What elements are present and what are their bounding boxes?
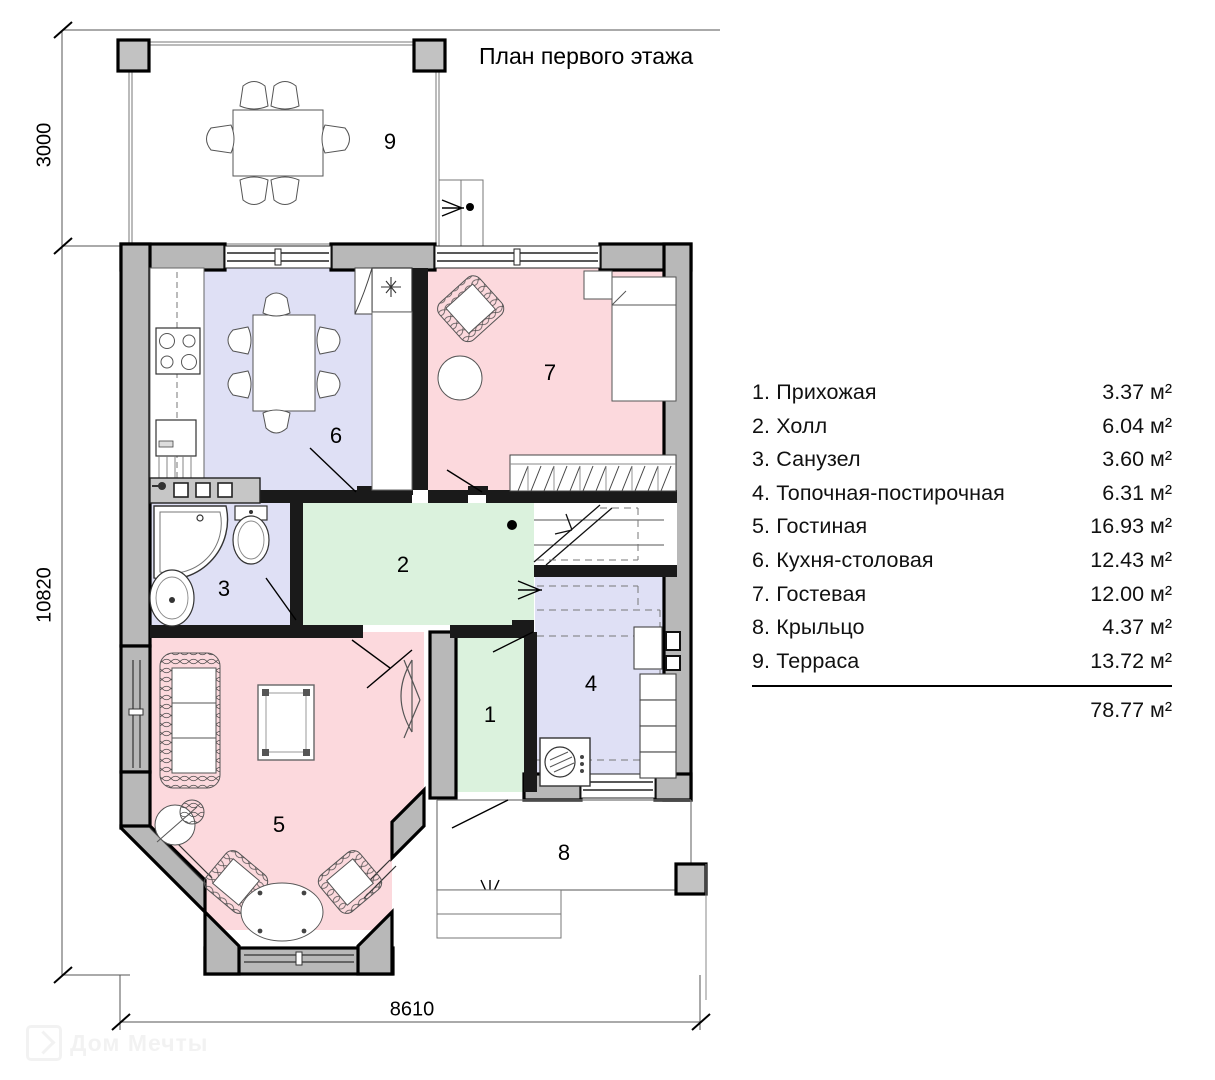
windows: [224, 245, 656, 799]
legend-room-name: 9. Терраса: [752, 648, 860, 673]
terrace-dining-set: [206, 81, 350, 205]
room-fill-2: [303, 503, 512, 625]
legend-row: 5. Гостиная 16.93 м²: [752, 510, 1172, 544]
watermark: Дом Мечты: [26, 1022, 266, 1064]
bathroom-fixtures: [149, 482, 270, 627]
legend-room-area: 3.37 м²: [1102, 380, 1172, 404]
legend-room-name: 8. Крыльцо: [752, 615, 865, 640]
legend-room-area: 6.04 м²: [1102, 413, 1172, 438]
kitchen-furniture: [149, 267, 413, 504]
legend-room-area: 3.60 м²: [1102, 447, 1172, 472]
guest-wardrobe: [509, 454, 677, 492]
leader-lines: [265, 447, 534, 829]
dimension-overall-height: 10820: [33, 567, 56, 623]
dimension-lines: [61, 29, 720, 1030]
guest-room-furniture: [437, 270, 677, 402]
legend-room-area: 12.00 м²: [1090, 581, 1172, 606]
legend-room-name: 7. Гостевая: [752, 581, 867, 606]
legend-row: 3. Санузел 3.60 м²: [752, 443, 1172, 477]
dimension-ticks: [53, 21, 711, 1031]
watermark-text: Дом Мечты: [70, 1029, 209, 1056]
page-title: План первого этажа: [479, 43, 694, 69]
legend-room-name: 6. Кухня-столовая: [752, 547, 934, 572]
legend-room-area: 16.93 м²: [1090, 514, 1172, 539]
dimension-overall-width: 8610: [389, 998, 435, 1021]
dimension-terrace-depth: 3000: [33, 122, 56, 168]
legend-row: 1. Прихожая 3.37 м²: [752, 376, 1172, 410]
legend-room-name: 1. Прихожая: [752, 380, 877, 404]
legend-row: 2. Холл 6.04 м²: [752, 410, 1172, 444]
porch: [436, 799, 708, 1000]
utility-equipment: [539, 626, 681, 787]
room-fill-1: [455, 632, 524, 792]
room-legend: 1. Прихожая 3.37 м² 2. Холл 6.04 м² 3. С…: [752, 376, 1172, 724]
legend-room-area: 12.43 м²: [1090, 547, 1172, 572]
living-room-furniture: [154, 652, 421, 942]
legend-row: 7. Гостевая 12.00 м²: [752, 578, 1172, 612]
terrace-exterior-stair: [438, 179, 484, 247]
legend-row: 9. Терраса 13.72 м²: [752, 645, 1172, 679]
legend-row: 4. Топочная-постирочная 6.31 м²: [752, 477, 1172, 511]
legend-room-name: 5. Гостиная: [752, 514, 868, 539]
legend-total-area: 78.77 м²: [1090, 698, 1172, 723]
legend-room-area: 13.72 м²: [1090, 648, 1172, 673]
legend-room-area: 6.31 м²: [1102, 480, 1172, 505]
legend-room-name: 4. Топочная-постирочная: [752, 480, 1005, 505]
legend-room-name: 2. Холл: [752, 413, 828, 438]
watermark-logo-icon: [26, 1025, 62, 1061]
kitchen-dining-set: [227, 292, 341, 434]
legend-room-area: 4.37 м²: [1102, 615, 1172, 640]
legend-divider: [752, 685, 1172, 688]
legend-room-name: 3. Санузел: [752, 447, 861, 472]
bay-window-walls: [119, 786, 426, 976]
legend-row: 6. Кухня-столовая 12.43 м²: [752, 544, 1172, 578]
legend-row: 8. Крыльцо 4.37 м²: [752, 611, 1172, 645]
